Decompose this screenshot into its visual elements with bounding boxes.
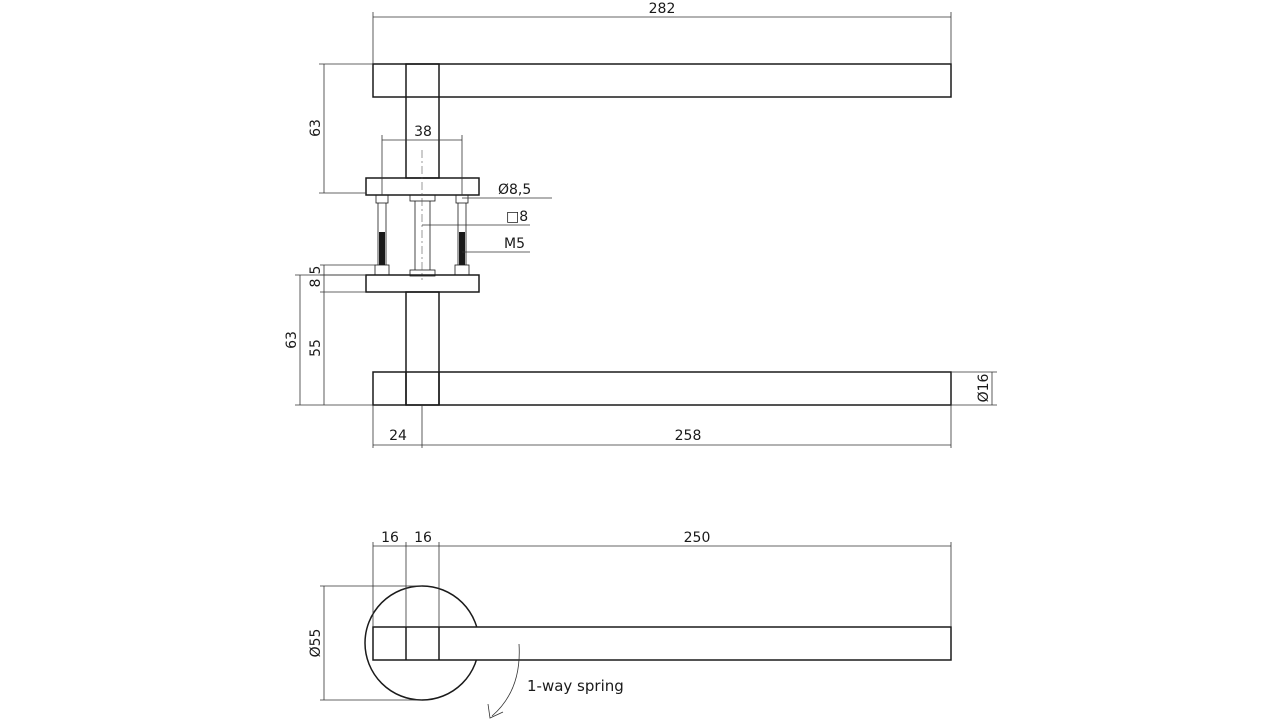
label-bolt-hole: Ø8,5 — [498, 182, 531, 198]
front-elevation: 282 63 38 Ø8,5 □8 M5 — [284, 1, 997, 448]
label-screw-thread: M5 — [504, 236, 525, 252]
top-lever-bar — [372, 63, 952, 98]
bottom-lever-bar — [372, 371, 952, 406]
label-neck-height: 55 — [308, 339, 324, 357]
top-lever-neck — [405, 63, 440, 179]
label-side-a: 16 — [381, 530, 399, 546]
plan-lever-bar — [372, 626, 952, 661]
label-spring: 1-way spring — [527, 677, 624, 695]
label-neck-offset: 24 — [389, 428, 407, 444]
dim-rose-5-8: 5 8 — [308, 264, 375, 293]
dim-rose-diameter: Ø55 — [308, 585, 422, 701]
label-rose-dim-b: 8 — [308, 279, 324, 288]
right-screw — [454, 194, 470, 276]
plan-view: 16 16 250 Ø55 1-way spring — [308, 530, 952, 719]
spring-arrow — [487, 643, 520, 719]
label-side-b: 16 — [414, 530, 432, 546]
dim-rose-spacing: 38 — [381, 124, 463, 195]
bottom-rose — [365, 274, 480, 293]
leader-bolt-hole: Ø8,5 — [462, 182, 552, 199]
dim-overall-length: 282 — [372, 1, 952, 64]
label-overall-length: 282 — [649, 1, 676, 17]
label-bar-diameter: Ø16 — [976, 373, 992, 402]
label-square-spindle: □8 — [506, 209, 528, 225]
label-rose-diameter: Ø55 — [308, 629, 324, 658]
dim-lever-height-top: 63 — [308, 63, 373, 194]
label-rose-dim-a: 5 — [308, 266, 324, 275]
label-rose-spacing: 38 — [414, 124, 432, 140]
dim-plan-lengths: 16 16 250 — [372, 530, 952, 627]
left-screw — [374, 194, 390, 276]
dim-lever-height-bottom: 63 — [284, 274, 373, 406]
leader-square-spindle: □8 — [422, 209, 530, 226]
label-side-length: 250 — [684, 530, 711, 546]
dim-bar-diameter: Ø16 — [951, 371, 997, 406]
dim-neck-height: 55 — [308, 292, 325, 405]
label-lever-height-top: 63 — [308, 119, 324, 137]
label-lever-height-bottom: 63 — [284, 331, 300, 349]
square-spindle — [409, 150, 436, 280]
dim-bottom-lengths: 24 258 — [372, 405, 952, 448]
label-lever-reach: 258 — [675, 428, 702, 444]
leader-screw-thread: M5 — [462, 236, 530, 253]
